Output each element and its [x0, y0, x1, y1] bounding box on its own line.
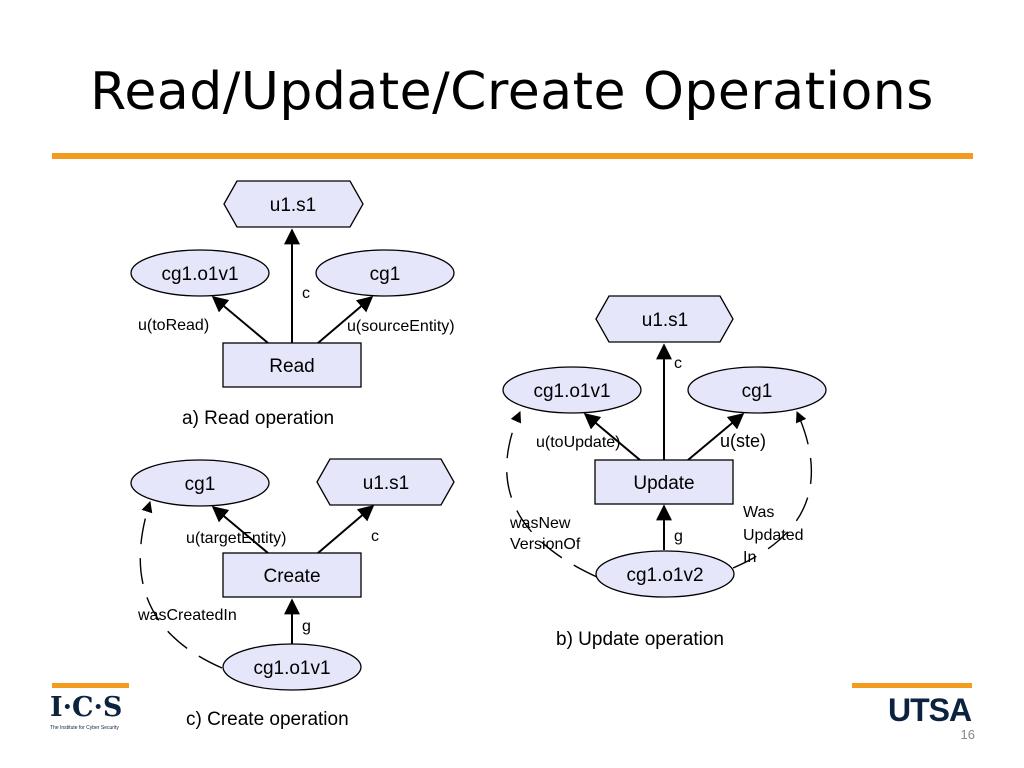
update-edge-left-label: u(toUpdate): [536, 434, 621, 451]
update-bottom-node: [595, 550, 735, 598]
update-edge-center-label: c: [674, 355, 682, 372]
create-edge-right-label: c: [371, 528, 379, 545]
update-edge-to-update: [583, 412, 641, 461]
update-target-label: u1.s1: [642, 310, 688, 331]
create-left-label: cg1: [185, 474, 216, 495]
update-right-label: cg1: [742, 381, 773, 402]
update-activity-node: [594, 459, 734, 505]
create-left-node: [130, 459, 270, 507]
update-left-label: cg1.o1v1: [533, 381, 610, 402]
update-target-node: [595, 295, 734, 343]
ics-logo: I·C·S: [50, 692, 123, 723]
read-edge-center-label: c: [302, 285, 310, 302]
update-edge-was-updated-in: [732, 410, 812, 569]
footer-divider-left: [52, 683, 129, 688]
update-dashed-left-label-1: wasNew: [509, 515, 571, 532]
update-dashed-left-label-2: VersionOf: [510, 536, 581, 553]
create-activity-label: Create: [263, 566, 320, 587]
update-dashed-right-label-1: Was: [743, 504, 774, 521]
update-dashed-right-label-3: In: [743, 549, 756, 566]
create-diagram: cg1 u1.s1 Create cg1.o1v1 u(targetEntity…: [130, 458, 455, 730]
read-edge-left-label: u(toRead): [138, 317, 209, 334]
read-activity-label: Read: [269, 356, 314, 377]
update-right-node: [687, 366, 827, 414]
create-bottom-node: [222, 643, 362, 691]
title-divider: [52, 153, 973, 159]
update-edge-bottom-label: g: [674, 528, 683, 545]
update-diagram: u1.s1 cg1.o1v1 cg1 Update cg1.o1v2 u(toU…: [502, 295, 827, 650]
utsa-logo: UTSA: [888, 692, 972, 728]
create-target-node: [316, 458, 455, 506]
create-edge-bottom-label: g: [302, 618, 311, 635]
read-edge-source-entity: [317, 295, 374, 344]
read-right-node: [315, 249, 455, 297]
create-edge-c: [317, 504, 375, 554]
read-left-node: [130, 249, 270, 297]
read-edge-right-label: u(sourceEntity): [347, 318, 455, 335]
create-dashed-label: wasCreatedIn: [137, 607, 237, 624]
page-number: 16: [960, 727, 975, 742]
create-caption: c) Create operation: [186, 709, 349, 730]
read-target-node: [223, 180, 364, 228]
read-activity-node: [222, 342, 362, 388]
read-target-label: u1.s1: [270, 195, 316, 216]
update-edge-right-label: u(ste): [720, 431, 766, 451]
create-edge-was-created-in: [139, 500, 223, 669]
update-left-node: [502, 366, 642, 414]
read-left-label: cg1.o1v1: [161, 264, 238, 285]
create-activity-node: [222, 552, 362, 598]
read-right-label: cg1: [370, 264, 401, 285]
update-activity-label: Update: [633, 473, 694, 494]
footer-divider-right: [852, 683, 972, 688]
update-dashed-right-label-2: Updated: [743, 527, 804, 544]
update-edge-was-new-version-of: [506, 410, 598, 578]
ics-logo-subtitle: The Institute for Cyber Security: [50, 725, 119, 731]
slide-title: Read/Update/Create Operations: [90, 62, 934, 122]
create-bottom-label: cg1.o1v1: [253, 658, 330, 679]
read-edge-to-read: [211, 295, 269, 344]
create-edge-left-label: u(targetEntity): [186, 530, 286, 547]
read-diagram: u1.s1 cg1.o1v1 cg1 Read u(toRead) c u(so…: [130, 180, 455, 429]
update-bottom-label: cg1.o1v2: [626, 565, 703, 586]
update-edge-ste: [687, 412, 745, 461]
read-caption: a) Read operation: [182, 408, 334, 429]
create-target-label: u1.s1: [363, 473, 409, 494]
create-edge-target-entity: [211, 505, 269, 554]
update-caption: b) Update operation: [556, 629, 724, 650]
